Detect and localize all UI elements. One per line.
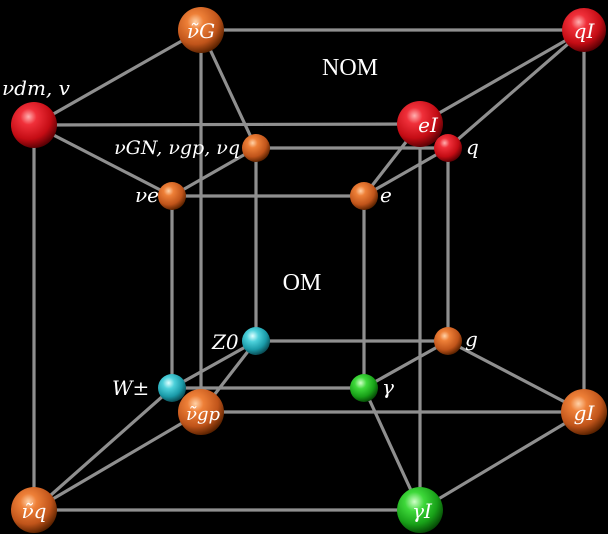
node-q-i	[562, 8, 606, 52]
label-w: W±	[112, 376, 149, 400]
node-gamma-i	[397, 487, 443, 533]
edge	[32, 122, 422, 127]
edge	[32, 28, 203, 127]
nodes	[11, 7, 607, 533]
node-g-i	[561, 389, 607, 435]
node-e	[350, 182, 378, 210]
label-g-i: gI	[574, 401, 596, 425]
label-nu-dm: νdm, v	[2, 76, 71, 100]
edge	[32, 386, 174, 512]
label-g: g	[465, 327, 478, 351]
node-nu-g	[178, 7, 224, 53]
node-q	[434, 134, 462, 162]
label-q-i: qI	[574, 19, 596, 43]
label-nu-q: ν̃q	[22, 499, 47, 523]
label-q: q	[466, 135, 479, 159]
node-nu-gn-gp-q	[242, 134, 270, 162]
edge	[418, 410, 586, 512]
label-gamma-i: γI	[412, 499, 433, 523]
node-g	[434, 327, 462, 355]
edge	[418, 28, 586, 126]
node-gamma	[350, 374, 378, 402]
region-label-nom: NOM	[322, 55, 378, 81]
edge	[446, 339, 586, 414]
edge	[362, 146, 450, 198]
node-nu-gp	[178, 389, 224, 435]
label-e: e	[380, 183, 392, 207]
edge	[362, 339, 450, 390]
edge	[446, 28, 586, 150]
label-nu-gp: ν̃gp	[186, 404, 220, 425]
node-nu-dm	[11, 102, 57, 148]
node-nu-e	[158, 182, 186, 210]
label-nu-gn-gp-q: νGN, νgp, νq	[114, 137, 240, 159]
edge	[170, 339, 258, 390]
label-e-i: eI	[418, 113, 439, 137]
edge	[32, 123, 174, 198]
label-z0: Z0	[211, 330, 239, 354]
edge	[170, 146, 258, 198]
node-e-i	[397, 101, 443, 147]
label-gamma: γ	[382, 375, 394, 399]
label-nu-e: νe	[135, 183, 159, 207]
node-nu-q	[11, 487, 57, 533]
edges	[32, 28, 586, 512]
label-nu-g: ν̃G	[187, 19, 215, 43]
node-w	[158, 374, 186, 402]
node-z0	[242, 327, 270, 355]
region-label-om: OM	[283, 270, 322, 296]
edge	[32, 410, 203, 512]
